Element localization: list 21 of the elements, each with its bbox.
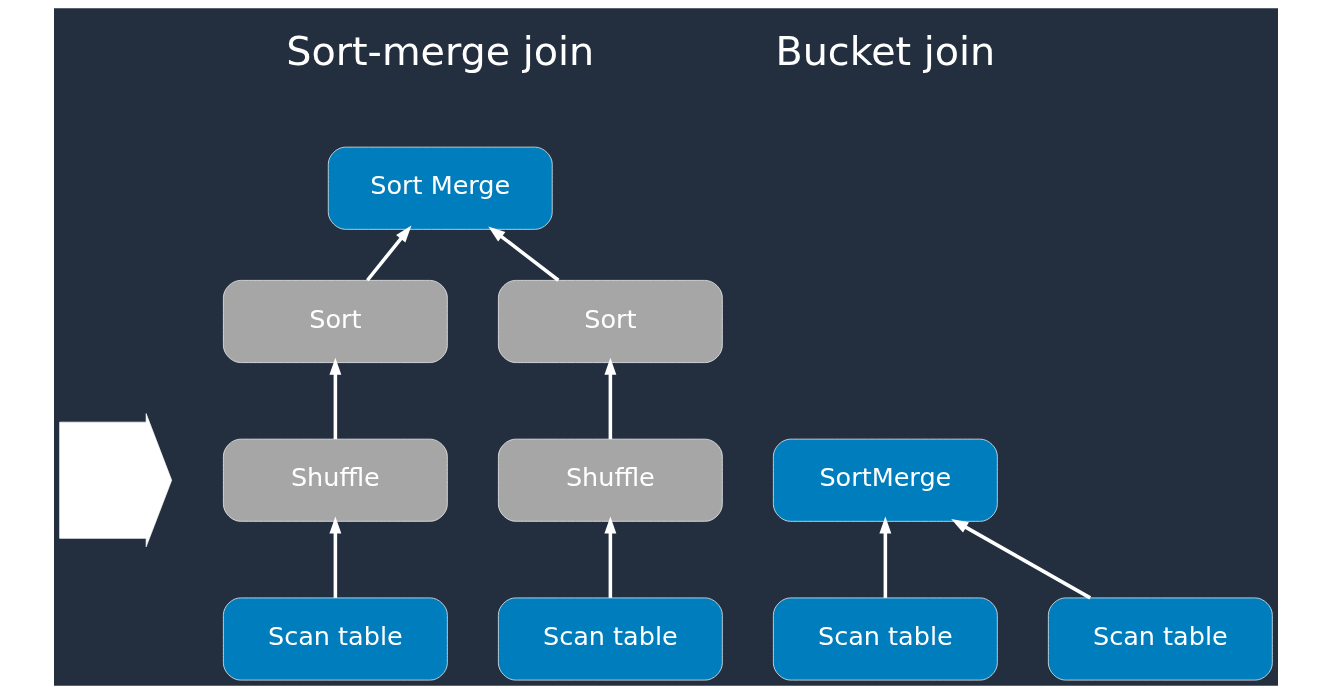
node-box: Shuffle (497, 438, 723, 522)
label: Sort-merge join (285, 27, 594, 74)
node-box: Scan table (1047, 597, 1273, 681)
arrow (603, 516, 616, 598)
node-box: Scan table (772, 597, 998, 681)
arrow (603, 357, 616, 440)
node-arrow (58, 413, 172, 548)
node-box: Scan table (497, 597, 723, 681)
node-box: Sort Merge (327, 146, 553, 230)
arrow (878, 516, 891, 598)
node-box: Scan table (222, 597, 448, 681)
node-box: Shuffle (222, 438, 448, 522)
arrow (328, 357, 341, 440)
node-box: Sort (497, 280, 723, 363)
node-box: Sort (222, 280, 448, 363)
arrow (487, 226, 559, 282)
arrow (328, 516, 341, 598)
label: Bucket join (774, 27, 995, 74)
arrow (950, 518, 1091, 600)
node-box: SortMerge (772, 438, 998, 522)
arrow (365, 225, 411, 282)
